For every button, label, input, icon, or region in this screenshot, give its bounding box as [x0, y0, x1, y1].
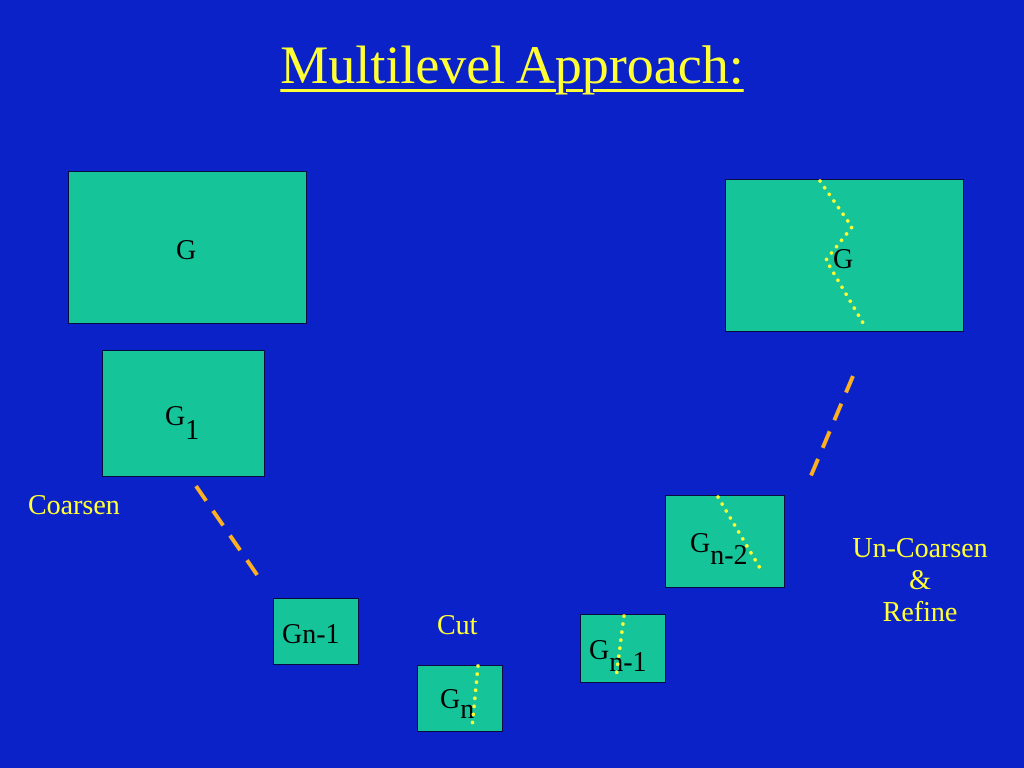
- graph-box-gn: Gn: [417, 665, 503, 732]
- uncoarsen-line: Un-Coarsen: [852, 533, 988, 564]
- graph-label-g1: G1: [165, 401, 200, 446]
- graph-box-g1: G1: [102, 350, 265, 477]
- graph-label-gn1-right: Gn-1: [589, 635, 647, 678]
- slide-title: Multilevel Approach:: [280, 35, 744, 95]
- ampersand-line: &: [909, 565, 931, 597]
- graph-box-gn1-right: Gn-1: [580, 614, 666, 683]
- graph-label-gn2: Gn-2: [690, 528, 748, 571]
- refine-line: Refine: [882, 597, 958, 629]
- coarsen-label: Coarsen: [28, 490, 120, 521]
- refine-dashed-connector: [808, 375, 855, 479]
- graph-box-gn2: Gn-2: [665, 495, 785, 588]
- graph-label-gn: Gn: [440, 684, 475, 725]
- graph-label-g-left: G: [176, 235, 197, 266]
- graph-box-gn1-left: Gn-1: [273, 598, 359, 665]
- graph-box-g-right: G: [725, 179, 964, 332]
- graph-label-g-right: G: [833, 244, 854, 275]
- uncoarsen-refine-label: Un-Coarsen & Refine: [835, 533, 1005, 630]
- graph-label-gn1-left: Gn-1: [282, 619, 340, 650]
- coarsen-dashed-connector: [194, 484, 264, 584]
- cut-label: Cut: [437, 610, 478, 641]
- graph-box-g-left: G: [68, 171, 307, 324]
